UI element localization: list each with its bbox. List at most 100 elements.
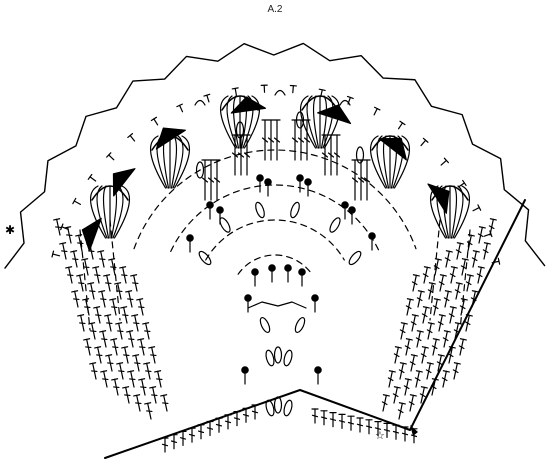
- treble-symbol: [365, 419, 373, 435]
- picot-oval: [273, 346, 283, 364]
- treble-symbol: [431, 338, 440, 356]
- treble-symbol: [311, 408, 319, 424]
- treble-symbol: [93, 306, 102, 324]
- treble-symbol: [86, 242, 95, 260]
- fan-shell: [369, 135, 411, 189]
- treble-symbol: [441, 370, 450, 388]
- treble-symbol: [97, 250, 106, 268]
- center-chain: [247, 301, 307, 309]
- treble-symbol: [88, 322, 97, 340]
- treble-symbol: [76, 274, 85, 292]
- diagram-title: A.2: [267, 4, 283, 15]
- picot-arch: [274, 89, 286, 96]
- treble-symbol: [438, 274, 447, 292]
- fan-shell: [89, 185, 131, 239]
- treble-symbol: [320, 410, 328, 426]
- treble-symbol: [267, 119, 275, 161]
- treble-symbol: [132, 354, 141, 372]
- treble-symbol: [64, 226, 73, 244]
- treble-symbol: [160, 394, 169, 412]
- bobble-dot: [368, 232, 376, 240]
- treble-symbol: [89, 362, 98, 380]
- picot-oval: [235, 121, 245, 139]
- bobble-dot: [206, 201, 214, 209]
- picot-oval: [198, 250, 212, 266]
- treble-symbol: [233, 411, 241, 427]
- treble-symbol: [110, 338, 119, 356]
- treble-symbol: [224, 414, 232, 430]
- picot-oval: [265, 349, 275, 367]
- treble-symbol: [138, 378, 147, 396]
- picot-oval: [283, 399, 293, 417]
- treble-symbol: [297, 119, 305, 161]
- bobble-dot: [341, 201, 349, 209]
- chain-arc: [133, 149, 417, 250]
- treble-symbol: [415, 330, 424, 348]
- bobble-dot: [348, 206, 356, 214]
- picot-oval: [273, 396, 283, 414]
- treble-symbol: [347, 415, 355, 431]
- treble-symbol: [476, 266, 485, 284]
- treble-symbol: [108, 258, 117, 276]
- treble-symbol: [188, 427, 196, 443]
- picot-arch: [339, 99, 351, 106]
- treble-symbol: [115, 322, 124, 340]
- treble-symbol: [148, 346, 157, 364]
- picot-arch: [194, 99, 206, 106]
- treble-symbol: [207, 159, 215, 201]
- treble-symbol: [482, 242, 491, 260]
- treble-symbol: [321, 134, 329, 176]
- bobble-dot: [311, 294, 319, 302]
- treble-symbol: [488, 218, 497, 236]
- fan-shell: [149, 135, 191, 189]
- treble-symbol: [137, 338, 146, 356]
- treble-symbol: [273, 119, 281, 161]
- picot-oval: [294, 317, 306, 333]
- treble-t-symbol: [472, 204, 482, 212]
- treble-symbol: [363, 159, 371, 201]
- treble-symbol: [99, 330, 108, 348]
- treble-symbol: [414, 370, 423, 388]
- treble-t-symbol: [87, 173, 97, 182]
- treble-symbol: [442, 330, 451, 348]
- bobble-dot: [268, 264, 276, 272]
- treble-t-symbol: [440, 157, 449, 166]
- treble-symbol: [338, 413, 346, 429]
- treble-symbol: [149, 386, 158, 404]
- treble-symbol: [126, 330, 135, 348]
- treble-symbol: [81, 258, 90, 276]
- treble-symbol: [466, 234, 475, 252]
- treble-symbol: [405, 298, 414, 316]
- treble-symbol: [77, 314, 86, 332]
- treble-symbol: [122, 386, 131, 404]
- treble-symbol: [104, 314, 113, 332]
- treble-symbol: [65, 266, 74, 284]
- treble-symbol: [142, 322, 151, 340]
- treble-t-symbol: [289, 84, 297, 94]
- wedge-shape: [81, 217, 102, 252]
- treble-symbol: [119, 266, 128, 284]
- picot-oval: [283, 349, 293, 367]
- picot-oval: [348, 250, 362, 266]
- top-chain-row: [4, 42, 546, 269]
- treble-symbol: [70, 250, 79, 268]
- treble-t-symbol: [203, 93, 211, 103]
- chain-arc: [237, 254, 313, 275]
- treble-t-symbol: [397, 120, 406, 130]
- treble-symbol: [53, 218, 62, 236]
- treble-symbol: [114, 282, 123, 300]
- treble-symbol: [399, 322, 408, 340]
- treble-symbol: [357, 159, 365, 201]
- bobble-dot: [314, 366, 322, 374]
- treble-symbol: [443, 290, 452, 308]
- treble-symbol: [327, 134, 335, 176]
- treble-columns: [53, 119, 497, 453]
- treble-t-symbol: [72, 197, 82, 205]
- treble-symbol: [404, 338, 413, 356]
- picot-oval: [265, 399, 275, 417]
- treble-symbol: [251, 404, 259, 420]
- treble-symbol: [448, 306, 457, 324]
- treble-symbol: [416, 290, 425, 308]
- treble-symbol: [401, 426, 409, 442]
- treble-symbol: [121, 346, 130, 364]
